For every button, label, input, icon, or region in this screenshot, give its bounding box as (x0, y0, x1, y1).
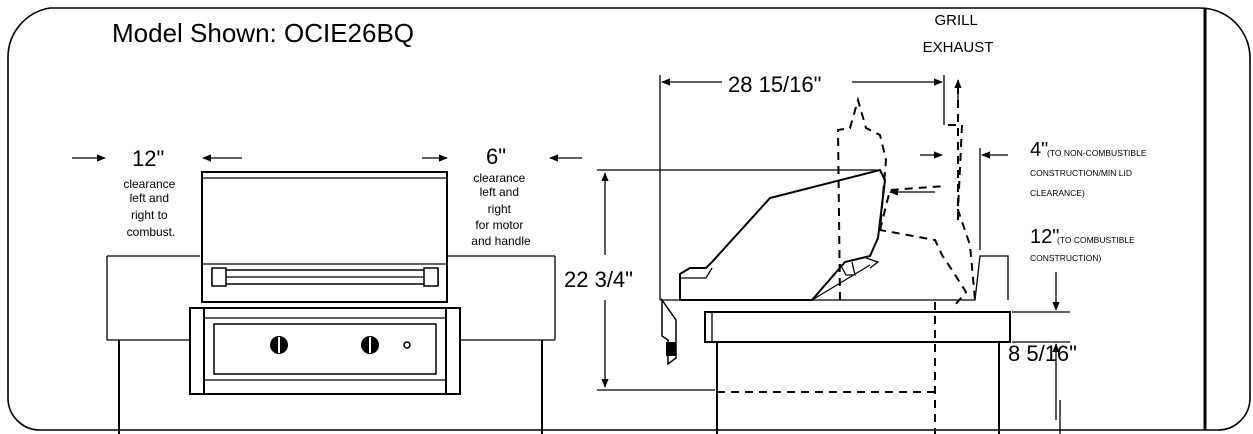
counter-height-dim: 8 5/16" (1008, 341, 1077, 366)
side-view: GRILL EXHAUST 28 15/16" 22 3/4" (564, 12, 1149, 434)
depth-dim: 28 15/16" (728, 72, 821, 97)
grill-exhaust-label: GRILL EXHAUST (923, 12, 994, 56)
combustible-note: (TO COMBUSTIBLE CONSTRUCTION) (1030, 235, 1137, 263)
ignition-button (403, 341, 411, 349)
open-lid-outline (836, 96, 968, 306)
left-clearance-note: clearance left and right to combust. (123, 177, 178, 239)
grill-lid-side (679, 168, 887, 301)
combustible-dim: 12" (1030, 226, 1059, 248)
lid-clearance-dim: 4" (1030, 139, 1048, 161)
right-clearance-dim: 6" (486, 144, 506, 169)
counter-top (704, 311, 1011, 343)
height-dim: 22 3/4" (564, 267, 633, 292)
left-clearance-dim: 12" (132, 146, 164, 171)
diagram-frame (7, 7, 1251, 431)
lid-clearance-note: (TO NON-COMBUSTIBLE CONSTRUCTION/MIN LID… (1030, 148, 1149, 198)
front-view: 12" clearance left and right to combust.… (72, 144, 582, 434)
model-title: Model Shown: OCIE26BQ (112, 18, 414, 48)
right-clearance-note: clearance left and right for motor and h… (471, 171, 531, 248)
